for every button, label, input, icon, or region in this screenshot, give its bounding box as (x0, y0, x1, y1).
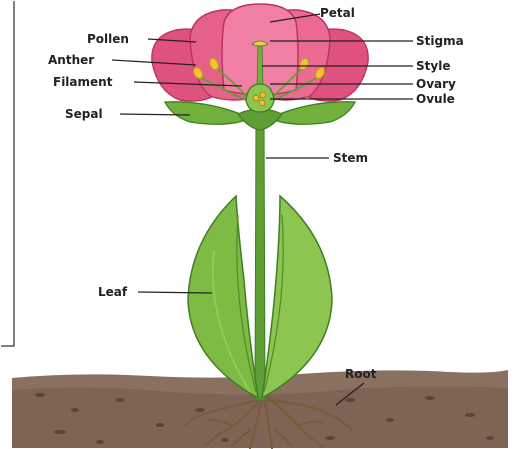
stem (255, 118, 265, 400)
label-ovule: Ovule (416, 92, 455, 106)
right-leaf (262, 196, 332, 398)
label-filament: Filament (53, 75, 113, 89)
left-leaf (188, 196, 258, 398)
label-root: Root (345, 367, 377, 381)
label-petal: Petal (320, 6, 355, 20)
label-leaf: Leaf (98, 285, 128, 299)
ovary-shape (246, 84, 274, 112)
label-sepal: Sepal (65, 107, 103, 121)
label-anther: Anther (48, 53, 94, 67)
label-pollen: Pollen (87, 32, 129, 46)
label-stem: Stem (333, 151, 368, 165)
style-shape (257, 46, 263, 88)
label-stigma: Stigma (416, 34, 464, 48)
label-style: Style (416, 59, 450, 73)
label-ovary: Ovary (416, 77, 456, 91)
frame-border (1, 1, 14, 346)
